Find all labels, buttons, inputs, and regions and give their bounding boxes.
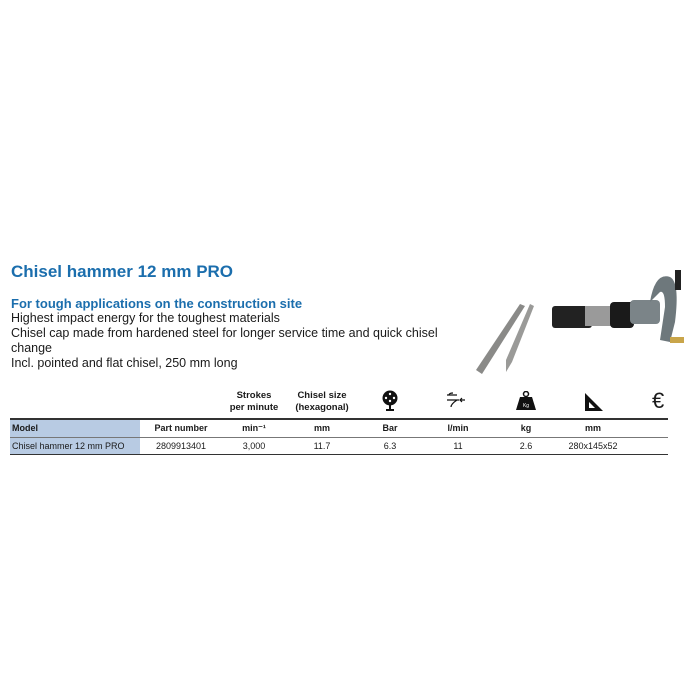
column-header: mm <box>313 423 330 433</box>
feature-line: Incl. pointed and flat chisel, 250 mm lo… <box>11 356 238 370</box>
cell-model: Chisel hammer 12 mm PRO <box>12 441 125 451</box>
divider <box>10 437 668 438</box>
cell-strokes: 3,000 <box>242 441 266 451</box>
cell-pressure: 6.3 <box>383 441 397 451</box>
column-header: kg <box>520 423 532 433</box>
feature-line: Chisel cap made from hardened steel for … <box>11 326 438 340</box>
strokes-header: Strokes per minute <box>229 390 279 413</box>
chisel-size-header: Chisel size (hexagonal) <box>295 390 349 413</box>
column-header: Model <box>12 423 38 433</box>
svg-text:Kg: Kg <box>523 403 529 409</box>
chisel-image <box>476 304 534 374</box>
column-header: l/min <box>447 423 469 433</box>
feature-line: change <box>11 341 53 355</box>
product-image <box>476 270 684 374</box>
cell-dimensions: 280x145x52 <box>568 441 618 451</box>
euro-icon: € <box>652 388 665 413</box>
pressure-gauge-icon <box>382 390 398 411</box>
dimensions-icon <box>585 393 603 411</box>
hammer-image <box>552 270 684 343</box>
cell-chisel-size: 11.7 <box>313 441 331 451</box>
column-header: Part number <box>154 423 208 433</box>
cell-part-number: 2809913401 <box>155 441 207 451</box>
cell-weight: 2.6 <box>519 441 533 451</box>
product-title: Chisel hammer 12 mm PRO <box>11 262 234 281</box>
column-header: Bar <box>382 423 398 433</box>
weight-icon: Kg <box>516 391 536 410</box>
column-header: min⁻¹ <box>242 423 266 433</box>
feature-line: Highest impact energy for the toughest m… <box>11 311 280 325</box>
divider <box>10 418 668 420</box>
column-header: mm <box>584 423 601 433</box>
air-flow-icon <box>447 392 465 408</box>
product-subtitle: For tough applications on the constructi… <box>11 296 303 311</box>
cell-air-flow: 11 <box>453 441 463 451</box>
divider <box>10 454 668 455</box>
